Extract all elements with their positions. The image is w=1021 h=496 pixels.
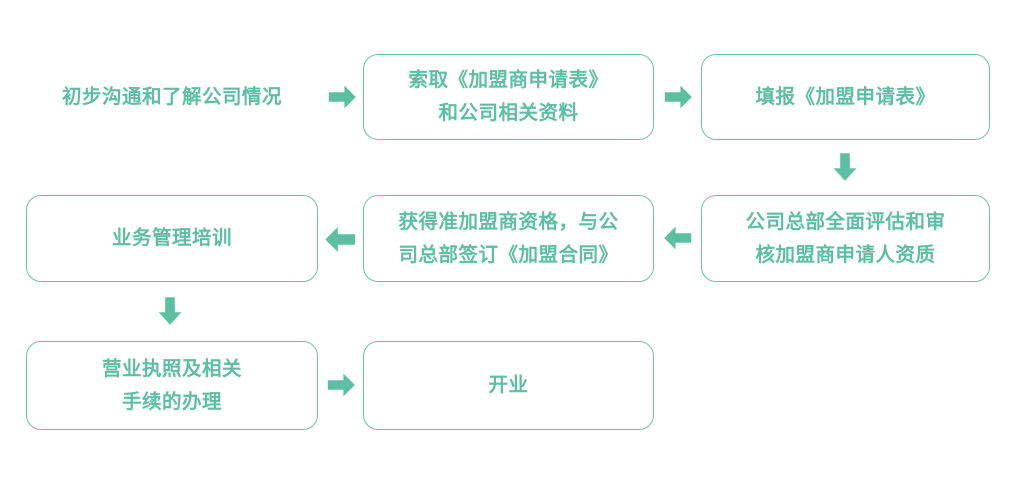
step-headquarters-evaluation-label: 公司总部全面评估和审 核加盟商申请人资质 <box>745 210 946 266</box>
arrow-step2-to-step3-right-arrow-icon <box>663 82 693 112</box>
step-submit-application-form[interactable]: 填报《加盟申请表》 <box>701 54 990 140</box>
step-sign-franchise-contract[interactable]: 获得准加盟商资格，与公 司总部签订《加盟合同》 <box>363 195 654 282</box>
step-opening-label: 开业 <box>488 374 529 396</box>
step-business-management-training[interactable]: 业务管理培训 <box>26 195 318 282</box>
arrow-step5-to-step6-left-arrow-icon <box>324 223 357 256</box>
arrow-step4-to-step5-left-arrow-icon <box>663 223 693 253</box>
step-initial-communication-label: 初步沟通和了解公司情况 <box>61 85 282 108</box>
step-sign-franchise-contract-label: 获得准加盟商资格，与公 司总部签订《加盟合同》 <box>398 210 619 266</box>
step-headquarters-evaluation[interactable]: 公司总部全面评估和审 核加盟商申请人资质 <box>701 195 990 282</box>
arrow-step6-to-step7-down-arrow-icon <box>155 291 185 331</box>
step-opening[interactable]: 开业 <box>363 341 654 430</box>
step-business-license-procedures-label: 营业执照及相关 手续的办理 <box>101 357 242 413</box>
step-business-management-training-label: 业务管理培训 <box>111 227 232 249</box>
arrow-step7-to-step8-right-arrow-icon <box>326 370 356 400</box>
step-request-application-form[interactable]: 索取《加盟商申请表》 和公司相关资料 <box>363 54 654 140</box>
step-business-license-procedures[interactable]: 营业执照及相关 手续的办理 <box>26 341 318 430</box>
step-request-application-form-label: 索取《加盟商申请表》 和公司相关资料 <box>408 69 609 124</box>
arrow-step3-to-step4-down-arrow-icon <box>830 148 860 186</box>
step-submit-application-form-label: 填报《加盟申请表》 <box>755 85 936 108</box>
arrow-step1-to-step2-right-arrow-icon <box>327 82 357 112</box>
step-initial-communication[interactable]: 初步沟通和了解公司情况 <box>26 54 318 140</box>
